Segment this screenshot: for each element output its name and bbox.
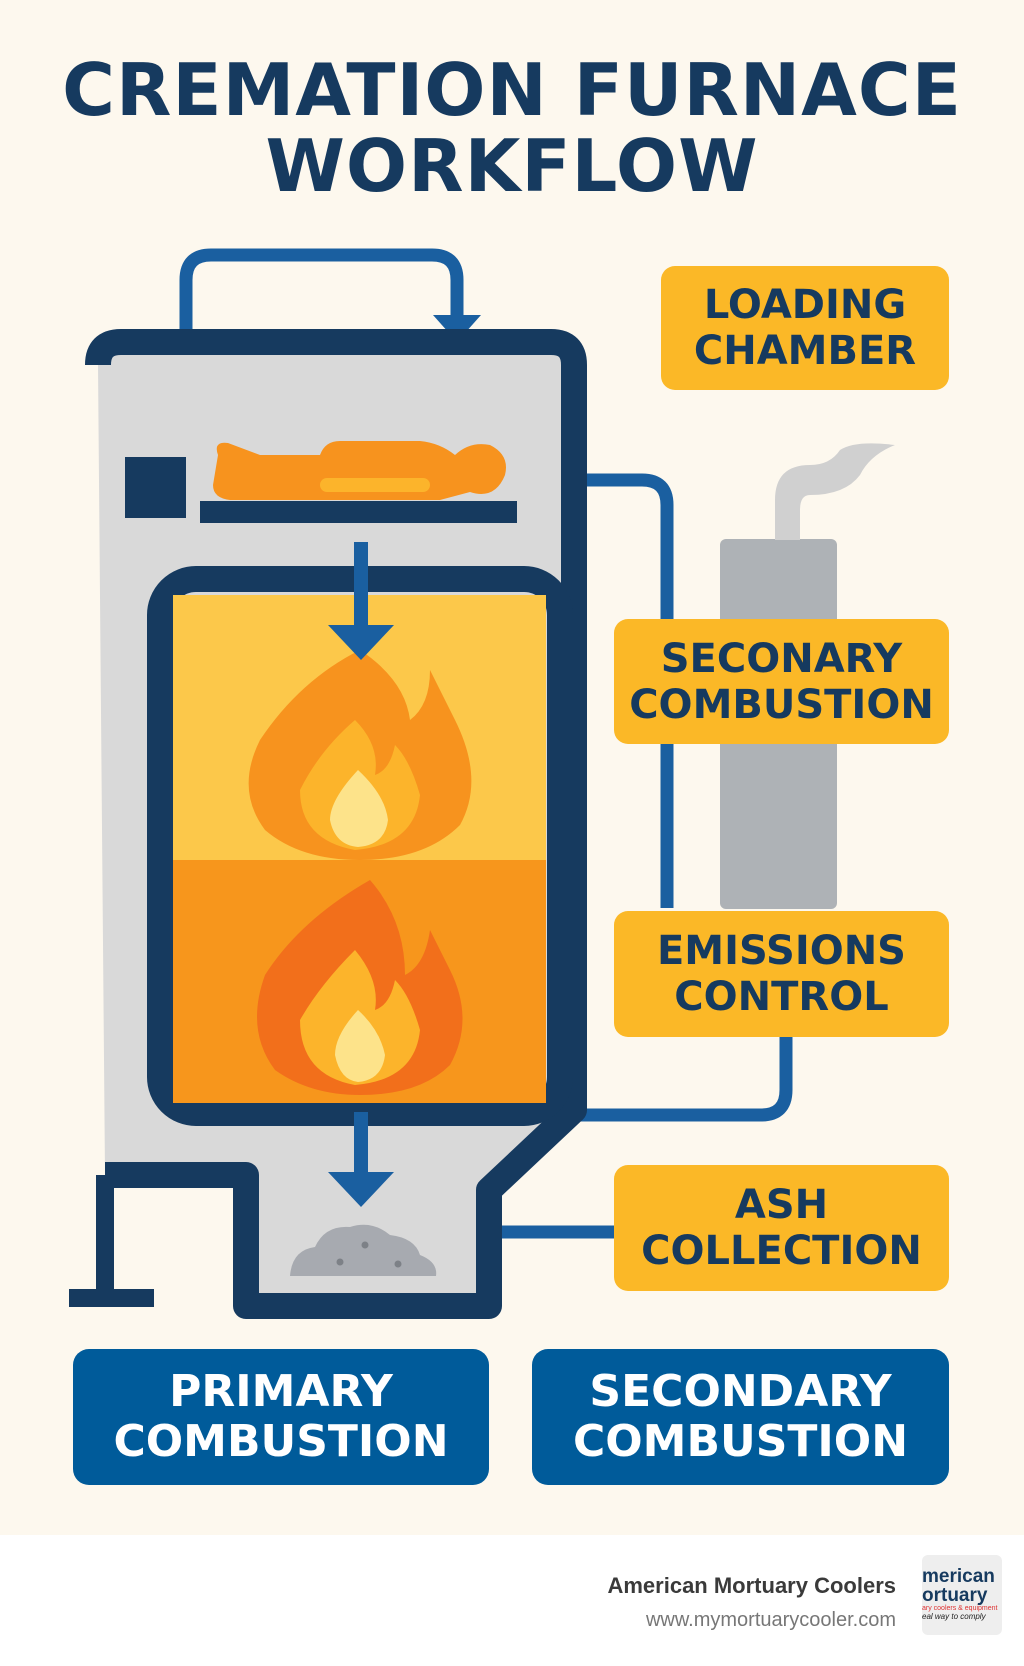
logo-text: eal way to comply: [922, 1612, 986, 1621]
company-url[interactable]: www.mymortuarycooler.com: [645, 1609, 896, 1631]
label-text: CHAMBER: [693, 328, 917, 374]
furnace-leg: [69, 1175, 154, 1307]
box-text: SECONDARY: [589, 1366, 892, 1417]
door-block: [125, 457, 186, 518]
label-text: SECONARY: [660, 635, 903, 682]
footer: American Mortuary Coolers www.mymortuary…: [0, 1535, 1024, 1666]
label-text: ASH: [734, 1182, 829, 1228]
label-text: EMISSIONS: [656, 928, 906, 974]
body-icon: [213, 441, 506, 500]
flame-icon-upper: [248, 650, 472, 860]
loading-tray: [200, 501, 517, 523]
company-name: American Mortuary Coolers: [607, 1573, 896, 1598]
top-pipe-arrowhead: [433, 315, 481, 342]
box-text: PRIMARY: [169, 1366, 393, 1417]
arrow-down-icon: [328, 542, 394, 660]
label-text: LOADING: [703, 282, 907, 328]
title-line-1: CREMATION FURNACE: [62, 48, 962, 132]
arrow-down-icon: [328, 1112, 394, 1207]
label-text: CONTROL: [674, 974, 889, 1020]
flame-icon-lower: [257, 880, 463, 1095]
right-pipe: [574, 473, 674, 908]
logo-text: merican: [922, 1566, 995, 1587]
label-text: COLLECTION: [641, 1228, 922, 1274]
box-text: COMBUSTION: [572, 1416, 909, 1467]
logo-text: ortuary: [922, 1585, 988, 1606]
box-text: COMBUSTION: [113, 1416, 449, 1467]
title-line-2: WORKFLOW: [265, 124, 759, 208]
smoke-icon: [775, 443, 895, 540]
logo-text: ary coolers & equipment: [922, 1605, 998, 1612]
top-pipe: [179, 248, 464, 345]
label-text: COMBUSTION: [629, 681, 934, 728]
emissions-pipe: [574, 1037, 793, 1122]
company-logo: merican ortuary ary coolers & equipment …: [922, 1555, 1002, 1635]
